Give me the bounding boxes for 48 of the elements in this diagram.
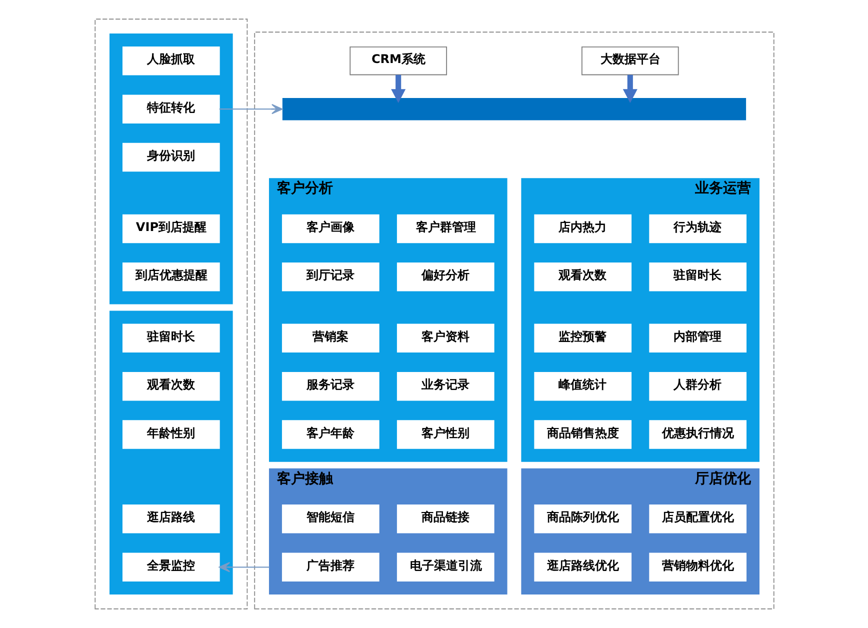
- node-box: 店内热力: [534, 214, 632, 244]
- node-box: 电子渠道引流: [396, 552, 494, 582]
- node-box: 客户群管理: [396, 214, 494, 244]
- node-box: VIP到店提醒: [122, 214, 220, 244]
- node-box: 客户年龄: [281, 420, 379, 449]
- node-box: 业务记录: [396, 372, 494, 401]
- cluster: [254, 32, 774, 610]
- node-box: CRM系统: [349, 46, 447, 76]
- node-box: 服务记录: [281, 372, 379, 401]
- node-box: 驻留时长: [648, 262, 746, 292]
- node-box: 商品陈列优化: [534, 504, 632, 534]
- node-box: 全景监控: [122, 552, 220, 582]
- arrow: [390, 74, 406, 104]
- arrow: [218, 562, 269, 572]
- cluster: [109, 34, 232, 304]
- node-box: 客户画像: [281, 214, 379, 244]
- node-box: 身份识别: [122, 142, 220, 172]
- node-box: 观看次数: [534, 262, 632, 292]
- cluster: [94, 18, 248, 610]
- node-box: 年龄性别: [122, 420, 220, 449]
- node-box: 客户资料: [396, 324, 494, 352]
- node-box: 驻留时长: [122, 324, 220, 352]
- node-box: 峰值统计: [534, 372, 632, 401]
- node-box: 广告推荐: [281, 552, 379, 582]
- node-box: 特征转化: [122, 94, 220, 124]
- node-box: 客户性别: [396, 420, 494, 449]
- node-box: 营销物料优化: [648, 552, 746, 582]
- node-box: 偏好分析: [396, 262, 494, 292]
- node-box: 到店优惠提醒: [122, 262, 220, 292]
- node-box: 行为轨迹: [648, 214, 746, 244]
- node-box: 商品链接: [396, 504, 494, 534]
- node-box: 营销案: [281, 324, 379, 352]
- arrow: [622, 74, 637, 103]
- node-box: 逛店路线: [122, 504, 220, 534]
- node-box: 内部管理: [648, 324, 746, 352]
- node-box: 到厅记录: [281, 262, 379, 292]
- node-box: 人群分析: [648, 372, 746, 401]
- node-box: 智能短信: [281, 504, 379, 534]
- node-box: 逛店路线优化: [534, 552, 632, 582]
- cluster: [109, 310, 232, 594]
- node-box: 优惠执行情况: [648, 420, 746, 449]
- arrow: [218, 104, 282, 114]
- node-box: 大数据平台: [580, 46, 678, 76]
- node-box: 观看次数: [122, 372, 220, 401]
- node-box: 人脸抓取: [122, 46, 220, 76]
- node-box: 监控预警: [534, 324, 632, 352]
- node-box: 店员配置优化: [648, 504, 746, 534]
- node-box: 商品销售热度: [534, 420, 632, 449]
